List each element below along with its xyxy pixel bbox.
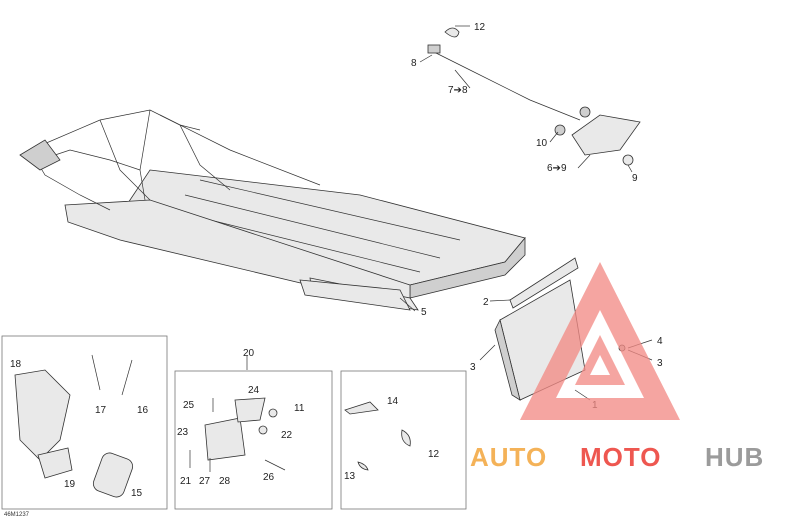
callout-18: 18	[10, 359, 22, 370]
callout-9: 9	[632, 173, 638, 184]
watermark-text-auto: AUTO	[470, 442, 547, 472]
callout-3-left: 3	[470, 362, 476, 373]
decal-inset-box	[340, 370, 467, 510]
callout-22: 22	[281, 430, 293, 441]
callout-26: 26	[263, 472, 275, 483]
callout-5: 5	[421, 307, 427, 318]
watermark-inner-triangle-icon	[575, 335, 625, 385]
callout-23: 23	[177, 427, 189, 438]
watermark-text-hub: HUB	[705, 442, 764, 472]
rear-light-assembly	[427, 27, 641, 166]
callout-14: 14	[387, 396, 399, 407]
tools-inset	[14, 354, 134, 498]
callout-19: 19	[64, 479, 76, 490]
decal-inset	[344, 401, 411, 471]
callout-27: 27	[199, 476, 211, 487]
callout-11: 11	[294, 403, 305, 414]
callout-7-8: 7➔8	[448, 85, 468, 96]
callout-20: 20	[243, 348, 255, 359]
tools-inset-box	[1, 335, 168, 510]
callout-labels: 12 8 7➔8 10 6➔9 9 2 5 3 4 3 1 18 17 16 1…	[10, 22, 663, 499]
watermark-text-moto: MOTO	[580, 442, 662, 472]
chassis-frame	[19, 109, 526, 311]
callout-4: 4	[657, 336, 663, 347]
figure-code: 46M1237	[4, 512, 30, 518]
callout-2: 2	[483, 297, 489, 308]
callout-24: 24	[248, 385, 260, 396]
callout-12-bottom: 12	[428, 449, 440, 460]
watermark-logo: AUTO MOTO HUB	[470, 262, 764, 472]
callout-17: 17	[95, 405, 107, 416]
callout-6-9: 6➔9	[547, 163, 567, 174]
callout-13: 13	[344, 471, 356, 482]
hitch-inset-box	[174, 370, 333, 510]
hitch-inset	[189, 397, 286, 472]
callout-21: 21	[180, 476, 192, 487]
callout-28: 28	[219, 476, 231, 487]
callout-10: 10	[536, 138, 548, 149]
callout-8: 8	[411, 58, 417, 69]
callout-3-right: 3	[657, 358, 663, 369]
callout-16: 16	[137, 405, 149, 416]
callout-25: 25	[183, 400, 195, 411]
watermark-triangle-icon	[520, 262, 680, 420]
callout-12-top: 12	[474, 22, 486, 33]
callout-15: 15	[131, 488, 143, 499]
